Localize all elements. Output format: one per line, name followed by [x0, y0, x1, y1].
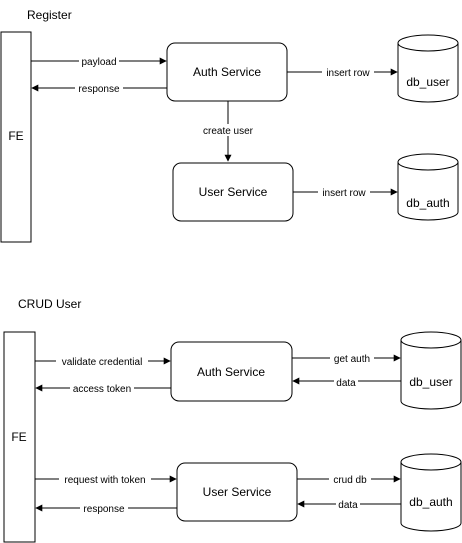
- crud-user-service-box: [176, 462, 298, 522]
- crud-user-service-label: User Service: [203, 485, 272, 499]
- crud-db-auth-label: db_auth: [409, 495, 452, 509]
- crud-crud-db-label: crud db: [333, 475, 367, 486]
- crud-data-auth-label: data: [336, 378, 356, 389]
- crud-auth-service-label: Auth Service: [197, 365, 265, 379]
- crud-auth-service-box: [170, 341, 293, 402]
- crud-get-auth-label: get auth: [334, 354, 370, 365]
- register-db-user-label: db_user: [406, 75, 449, 89]
- crud-fe-label: FE: [11, 430, 26, 444]
- register-section: Register FE Auth Service User Service db…: [0, 8, 459, 243]
- crud-db-user-cylinder: [400, 331, 462, 410]
- crud-title: CRUD User: [18, 297, 81, 311]
- register-fe-label: FE: [8, 129, 23, 143]
- register-user-service-label: User Service: [199, 185, 268, 199]
- crud-db-user-label: db_user: [409, 375, 452, 389]
- register-db-user-cylinder: [397, 34, 459, 103]
- register-insert-row-user-label: insert row: [326, 68, 370, 79]
- register-insert-row-auth-label: insert row: [322, 188, 366, 199]
- register-fe-box: [0, 31, 32, 243]
- crud-fe-box: [3, 331, 36, 543]
- register-response-label: response: [78, 84, 120, 95]
- crud-validate-credential-label: validate credential: [62, 357, 143, 368]
- register-payload-label: payload: [81, 57, 116, 68]
- crud-data-user-label: data: [338, 500, 358, 511]
- crud-request-with-token-label: request with token: [64, 475, 145, 486]
- crud-response-label: response: [83, 504, 125, 515]
- register-create-user-label: create user: [203, 126, 254, 137]
- crud-access-token-label: access token: [73, 384, 131, 395]
- register-title: Register: [27, 8, 72, 22]
- crud-db-auth-cylinder: [400, 453, 462, 532]
- crud-section: CRUD User FE Auth Service User Service d…: [3, 297, 462, 543]
- register-db-auth-label: db_auth: [406, 196, 449, 210]
- register-auth-service-label: Auth Service: [193, 65, 261, 79]
- register-db-auth-cylinder: [397, 153, 459, 221]
